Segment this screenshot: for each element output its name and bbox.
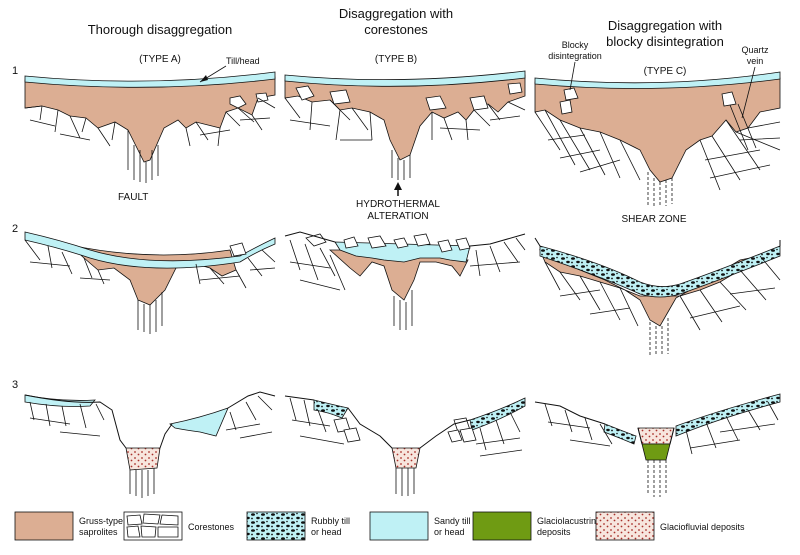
legend-swatch-corestones (123, 511, 183, 541)
row-3-number: 3 (12, 379, 18, 391)
legend-item-corestones: Corestones (123, 511, 235, 541)
legend-label-gruss-1: Gruss-type (79, 516, 123, 526)
col-b-title-2: corestones (364, 22, 428, 37)
till-head-label: Till/head (226, 56, 260, 66)
col-a-title: Thorough disaggregation (88, 22, 233, 37)
legend-swatch-gruss (14, 511, 74, 541)
legend-swatch-rubbly (246, 511, 306, 541)
shear-zone-label: SHEAR ZONE (621, 214, 686, 225)
legend-label-corestones: Corestones (188, 522, 235, 532)
legend-swatch-glaciolacustrine (472, 511, 532, 541)
panel-a1: FAULT Till/head (24, 56, 276, 203)
col-c-title-1: Disaggregation with (608, 18, 722, 33)
hydrothermal-label-2: ALTERATION (367, 211, 428, 222)
legend-label-glaciolacustrine-1: Glaciolacustrine (537, 516, 601, 526)
col-a-type: (TYPE A) (139, 54, 181, 65)
legend-label-glaciofluvial: Glaciofluvial deposits (660, 522, 745, 532)
panel-b2 (284, 231, 526, 330)
panel-b1: HYDROTHERMAL ALTERATION (284, 70, 526, 222)
quartz-label-2: vein (747, 56, 764, 66)
legend-item-glaciofluvial: Glaciofluvial deposits (595, 511, 745, 541)
legend: Gruss-type saprolites Corestones Rubbly … (14, 511, 745, 541)
legend-item-glaciolacustrine: Glaciolacustrine deposits (472, 511, 601, 541)
legend-swatch-sandy (369, 511, 429, 541)
panel-c3 (534, 393, 781, 497)
legend-label-sandy-1: Sandy till (434, 516, 471, 526)
legend-item-sandy: Sandy till or head (369, 511, 471, 541)
legend-label-glaciolacustrine-2: deposits (537, 527, 571, 537)
panel-c2 (534, 237, 781, 356)
col-c-title-2: blocky disintegration (606, 34, 724, 49)
legend-label-rubbly-2: or head (311, 527, 342, 537)
panel-c1: Blocky disintegration Quartz vein SHEAR … (534, 40, 781, 225)
blocky-label-1: Blocky (562, 40, 589, 50)
quartz-label-1: Quartz (741, 45, 769, 55)
legend-label-gruss-2: saprolites (79, 527, 118, 537)
panel-a2 (24, 231, 276, 334)
panel-a3 (24, 391, 276, 498)
legend-swatch-glaciofluvial (595, 511, 655, 541)
col-b-type: (TYPE B) (375, 54, 417, 65)
row-1-number: 1 (12, 65, 18, 77)
col-b-title-1: Disaggregation with (339, 6, 453, 21)
panel-b3 (284, 395, 526, 496)
legend-item-rubbly: Rubbly till or head (246, 511, 350, 541)
blocky-label-2: disintegration (548, 51, 602, 61)
legend-label-sandy-2: or head (434, 527, 465, 537)
legend-label-rubbly-1: Rubbly till (311, 516, 350, 526)
row-2-number: 2 (12, 223, 18, 235)
hydrothermal-label-1: HYDROTHERMAL (356, 199, 440, 210)
fault-label: FAULT (118, 192, 148, 203)
legend-item-gruss: Gruss-type saprolites (14, 511, 123, 541)
col-c-type: (TYPE C) (644, 66, 687, 77)
